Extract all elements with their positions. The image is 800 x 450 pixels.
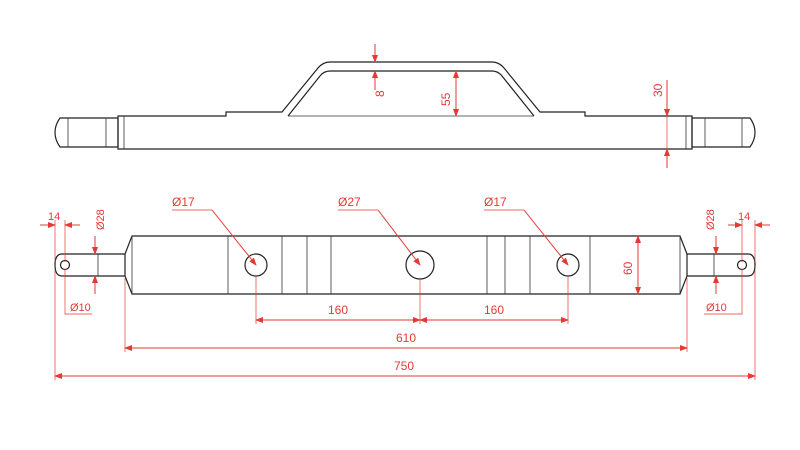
dim-right-14-label: 14	[738, 211, 750, 223]
dim-hole-right-leader	[523, 209, 569, 266]
dim-total-length-label: 750	[394, 359, 414, 373]
dim-left-10-label: Ø10	[70, 302, 91, 314]
dim-spacing-right-label: 160	[484, 303, 504, 317]
front-left-pin	[54, 253, 125, 277]
top-arch-inner	[287, 70, 535, 117]
dim-left-10-leader	[64, 269, 92, 315]
front-right-pin	[687, 253, 756, 277]
dim-60-label: 60	[621, 261, 635, 275]
front-view: 14 Ø28 Ø10 Ø17 Ø27 Ø17 60 Ø28 14 Ø1	[40, 195, 770, 380]
dim-body-length-label: 610	[396, 331, 416, 345]
dim-hole-left-label: Ø17	[172, 195, 195, 209]
dim-30-label: 30	[651, 83, 665, 97]
top-view: 8 55 30	[54, 44, 756, 168]
dim-hole-center-label: Ø27	[338, 195, 361, 209]
dim-right-10-leader	[704, 269, 743, 315]
top-main-bar	[117, 61, 693, 150]
dim-right-10-label: Ø10	[706, 302, 727, 314]
dim-right-28-label: Ø28	[705, 209, 717, 230]
dim-hole-center-leader	[377, 209, 421, 266]
dim-left-14-label: 14	[48, 211, 60, 223]
dim-spacing-left-label: 160	[328, 303, 348, 317]
top-left-pin	[54, 117, 119, 148]
dim-55-label: 55	[439, 92, 453, 106]
dim-hole-left-leader	[211, 209, 257, 266]
dim-left-28-label: Ø28	[95, 209, 107, 230]
top-right-pin	[691, 117, 756, 148]
dim-8-label: 8	[373, 90, 387, 97]
dim-hole-right-label: Ø17	[484, 195, 507, 209]
